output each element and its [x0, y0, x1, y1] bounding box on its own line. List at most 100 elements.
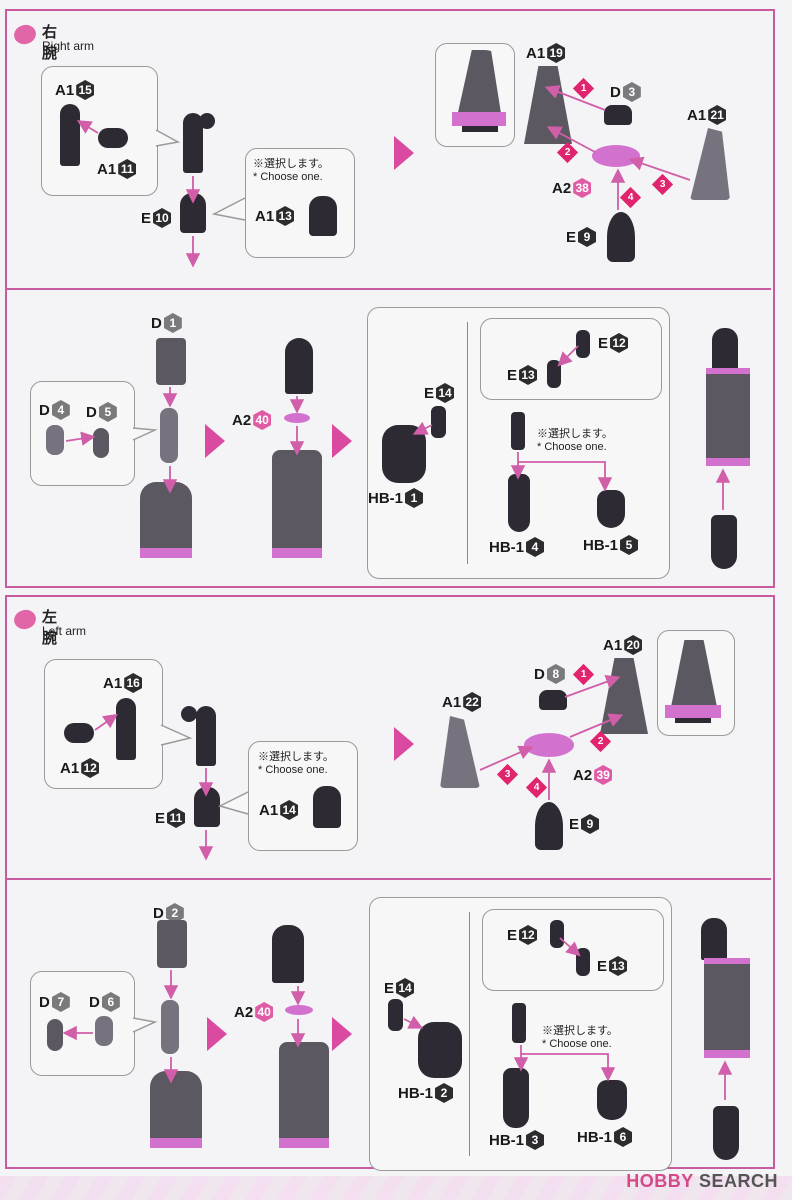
- shoulder-base-detail: [675, 718, 711, 723]
- peg-part: [535, 802, 563, 850]
- wrist-a-part: [576, 330, 590, 358]
- section-title-jp: 左腕: [42, 609, 58, 647]
- forearm-assembled-part: [272, 450, 322, 554]
- forearm-band-part: [272, 548, 322, 558]
- arm-assembled-part: [704, 958, 750, 1056]
- open-hand-part: [597, 490, 625, 528]
- arm-assembled-part: [706, 368, 750, 464]
- fist-hand-part: [382, 425, 426, 483]
- section-title-en: Right arm: [42, 39, 95, 53]
- right-arm-frame: [5, 9, 775, 588]
- choose-one-note: ※選択します。* Choose one.: [537, 428, 613, 453]
- ring-part: [592, 145, 640, 167]
- upper-arm-part: [60, 104, 80, 166]
- elbow-alt-part: [313, 786, 341, 828]
- page-background-stripe: [0, 1176, 792, 1200]
- upper-arm-part: [116, 698, 136, 760]
- arm-band-bottom: [704, 1050, 750, 1058]
- subassembly-callout: [44, 659, 163, 789]
- arm-band-top: [704, 958, 750, 964]
- next-step-arrow-icon: [205, 424, 225, 458]
- wrist-part: [388, 999, 403, 1031]
- wrist-b-part: [547, 360, 561, 388]
- pointing-hand-part: [508, 474, 530, 532]
- callout-divider: [467, 322, 468, 564]
- arm-top-assembled: [712, 328, 738, 370]
- next-step-arrow-icon: [207, 1017, 227, 1051]
- next-step-arrow-icon: [394, 727, 414, 761]
- forearm-band-part: [140, 548, 192, 558]
- arm-top-assembled: [701, 918, 727, 960]
- section-divider: [5, 878, 771, 880]
- forearm-top-part: [157, 920, 187, 968]
- shoulder-ring-detail: [452, 112, 506, 126]
- ball-joint-part: [64, 723, 94, 743]
- shoulder-ring-detail: [665, 705, 721, 718]
- callout-divider: [469, 912, 470, 1156]
- forearm-body-part: [140, 482, 192, 554]
- joint-assembled-part: [160, 408, 178, 463]
- assembled-upper-arm: [183, 113, 203, 173]
- choice-callout: [245, 148, 355, 258]
- shoulder-base-detail: [462, 126, 498, 132]
- next-step-arrow-icon: [332, 424, 352, 458]
- ball-part: [181, 706, 197, 722]
- hobby-search-watermark: HOBBY SEARCH: [626, 1171, 778, 1191]
- elbow-alt-part: [309, 196, 337, 236]
- cap-part: [604, 105, 632, 125]
- arm-band-bottom: [706, 458, 750, 466]
- section-divider: [5, 288, 771, 290]
- elbow-assembled-part: [285, 338, 313, 394]
- next-step-arrow-icon: [394, 136, 414, 170]
- fist-hand-part: [418, 1022, 462, 1078]
- wrist-a-part: [550, 920, 564, 948]
- ball-part: [199, 113, 215, 129]
- hand-assembled-part: [711, 515, 737, 569]
- wrist-joint-part: [512, 1003, 526, 1043]
- section-title-en: Left arm: [42, 624, 87, 638]
- pointing-hand-part: [503, 1068, 529, 1128]
- cap-part: [539, 690, 567, 710]
- hand-assembled-part: [713, 1106, 739, 1160]
- washer-part: [285, 1005, 313, 1015]
- choose-one-note: ※選択します。* Choose one.: [258, 751, 334, 776]
- forearm-top-part: [156, 338, 186, 385]
- choose-one-note: ※選択します。* Choose one.: [253, 158, 329, 183]
- forearm-assembled-part: [279, 1042, 329, 1146]
- arm-band-top: [706, 368, 750, 374]
- joint-assembled-part: [161, 1000, 179, 1054]
- forearm-band-part: [279, 1138, 329, 1148]
